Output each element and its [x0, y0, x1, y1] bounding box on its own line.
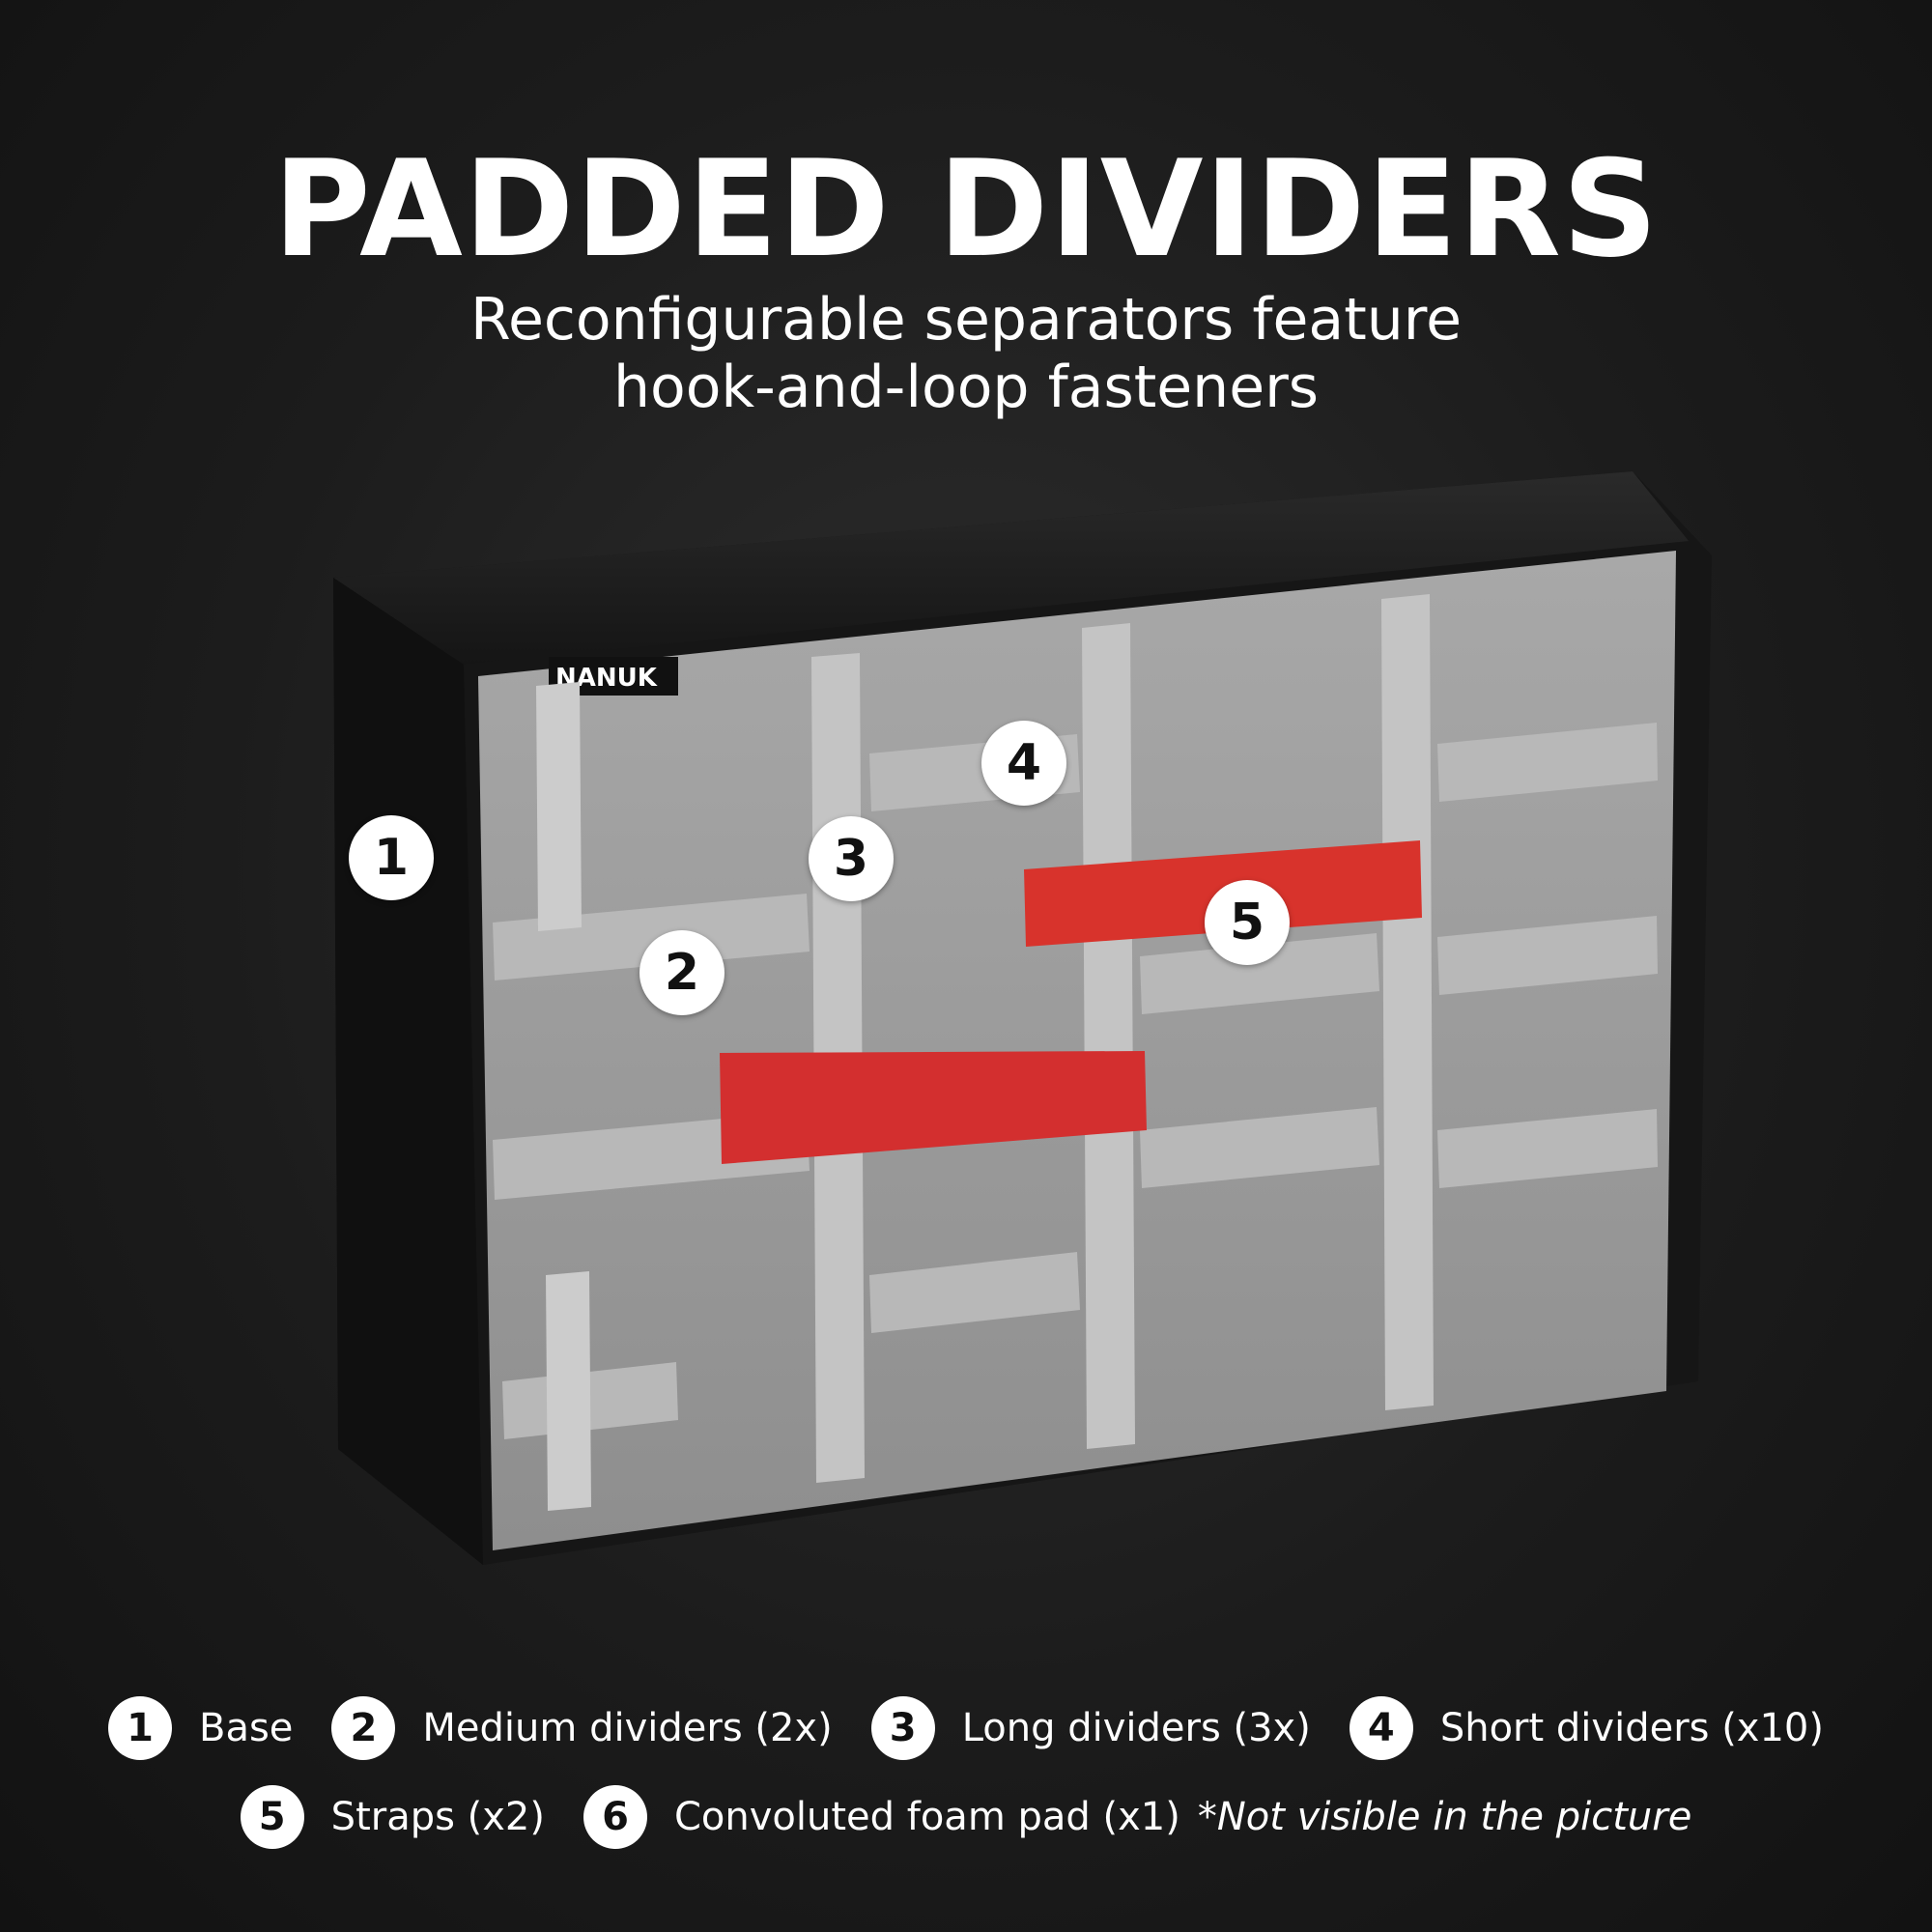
foam-cavity — [478, 551, 1676, 1550]
short-divider — [1437, 723, 1658, 802]
legend-number: 3 — [870, 1696, 935, 1760]
legend-number: 1 — [108, 1696, 173, 1760]
legend-item-medium-dividers: 2 Medium dividers (2x) — [331, 1696, 833, 1760]
callout-5: 5 — [1205, 880, 1290, 965]
legend-label: Convoluted foam pad (x1) — [673, 1795, 1180, 1839]
callout-3: 3 — [809, 816, 894, 901]
callout-4: 4 — [981, 721, 1066, 806]
legend-number: 6 — [582, 1785, 647, 1849]
medium-divider — [546, 1271, 591, 1511]
long-divider — [1381, 594, 1434, 1410]
legend-note: *Not visible in the picture — [1197, 1795, 1692, 1839]
legend-label: Base — [199, 1706, 294, 1750]
legend-number: 5 — [240, 1785, 304, 1849]
legend-label: Straps (x2) — [330, 1795, 545, 1839]
legend-item-short-dividers: 4 Short dividers (x10) — [1349, 1696, 1824, 1760]
legend-label: Short dividers (x10) — [1439, 1706, 1824, 1750]
medium-divider — [536, 682, 582, 931]
short-divider — [1140, 933, 1379, 1014]
callout-1: 1 — [349, 815, 434, 900]
subtitle-line-2: hook-and-loop fasteners — [612, 354, 1320, 421]
short-divider — [1437, 1109, 1658, 1188]
page-title: PADDED DIVIDERS — [272, 131, 1660, 287]
subtitle-line-1: Reconfigurable separators feature — [469, 286, 1463, 354]
insert-top-rim — [333, 471, 1689, 665]
short-divider — [1140, 1107, 1379, 1188]
legend-item-straps: 5 Straps (x2) — [240, 1785, 545, 1849]
legend-number: 4 — [1349, 1696, 1413, 1760]
insert-left-wall — [333, 578, 483, 1565]
legend-label: Long dividers (3x) — [961, 1706, 1311, 1750]
legend-label: Medium dividers (2x) — [422, 1706, 833, 1750]
legend-item-base: 1 Base — [108, 1696, 293, 1760]
subtitle: Reconfigurable separators feature hook-a… — [0, 286, 1932, 421]
short-divider — [869, 1252, 1080, 1333]
short-divider — [1437, 916, 1658, 995]
long-divider — [1082, 623, 1135, 1449]
legend-item-long-dividers: 3 Long dividers (3x) — [870, 1696, 1311, 1760]
legend-row-1: 1 Base 2 Medium dividers (2x) 3 Long div… — [0, 1696, 1932, 1760]
legend-item-foam-pad: 6 Convoluted foam pad (x1) *Not visible … — [582, 1785, 1692, 1849]
legend-number: 2 — [331, 1696, 396, 1760]
legend-row-2: 5 Straps (x2) 6 Convoluted foam pad (x1)… — [0, 1785, 1932, 1849]
strap — [720, 1051, 1147, 1164]
callout-2: 2 — [639, 930, 724, 1015]
